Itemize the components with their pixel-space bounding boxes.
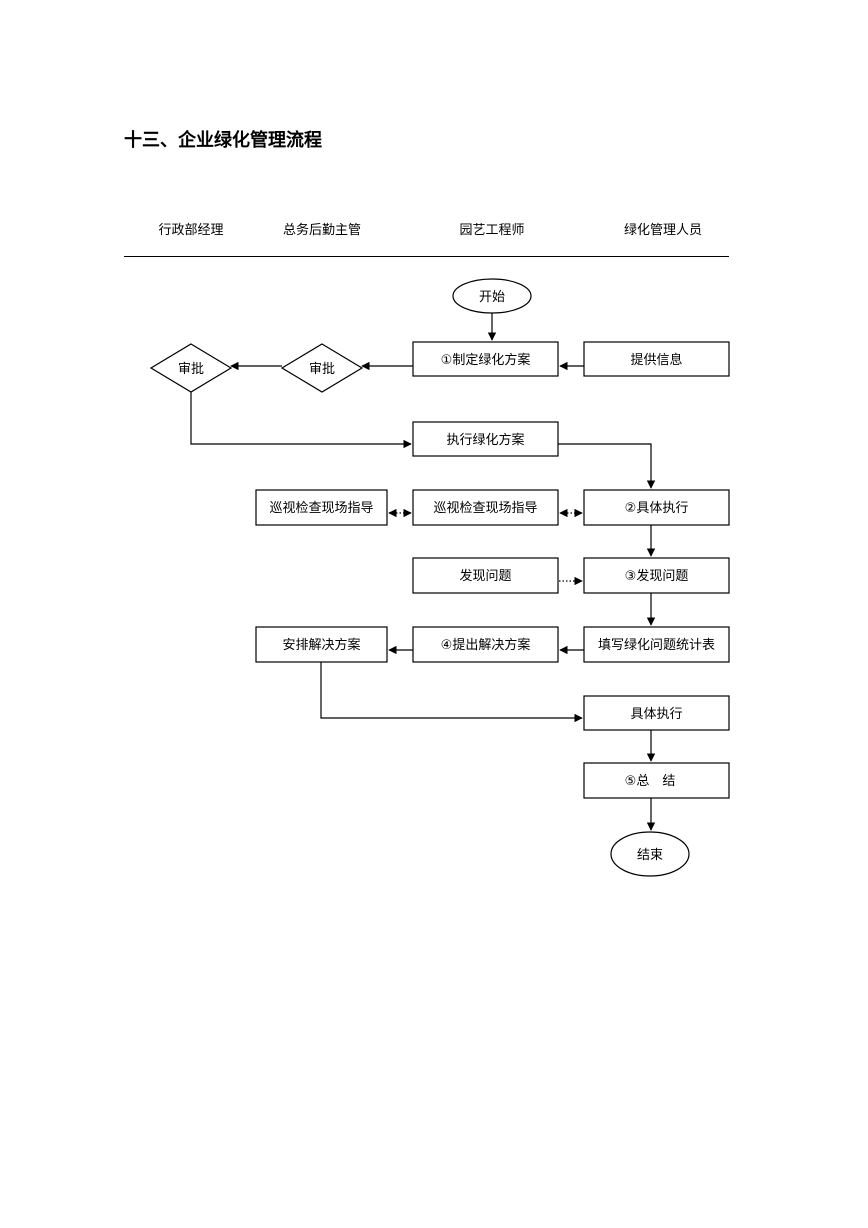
node-patrol-b-label: 巡视检查现场指导	[433, 501, 537, 516]
node-exec-plan-label: 执行绿化方案	[446, 432, 524, 448]
node-propose-label: ④提出解决方案	[441, 637, 531, 653]
node-make-plan: ①制定绿化方案	[412, 341, 559, 377]
node-arrange-label: 安排解决方案	[282, 637, 360, 653]
node-patrol-a: 巡视检查现场指导	[255, 489, 388, 526]
node-approve-a-label: 审批	[178, 362, 204, 377]
node-approve-b-label: 审批	[309, 362, 335, 377]
node-summary: ⑤总 结	[583, 762, 730, 799]
node-end: 结束	[610, 831, 690, 877]
node-arrange: 安排解决方案	[255, 626, 388, 663]
node-patrol-a-label: 巡视检查现场指导	[269, 501, 373, 516]
node-make-plan-label: ①制定绿化方案	[441, 352, 531, 368]
node-exec2: 具体执行	[583, 695, 730, 731]
lane-header-horticulture-engineer: 园艺工程师	[459, 223, 525, 238]
node-exec-specific: ②具体执行	[583, 489, 730, 526]
header-divider	[124, 256, 729, 257]
lane-header-greening-staff: 绿化管理人员	[623, 223, 702, 238]
node-approve-a: 审批	[149, 343, 233, 393]
node-find-a-label: 发现问题	[459, 568, 511, 584]
node-exec-plan: 执行绿化方案	[412, 421, 559, 457]
node-patrol-b: 巡视检查现场指导	[412, 489, 559, 526]
node-provide-info: 提供信息	[583, 341, 730, 377]
node-fill-form: 填写绿化问题统计表	[583, 626, 730, 663]
node-propose: ④提出解决方案	[412, 626, 559, 663]
node-approve-b: 审批	[280, 343, 364, 393]
lane-header-admin-manager: 行政部经理	[158, 223, 224, 238]
lane-header-logistics-supervisor: 总务后勤主管	[282, 223, 361, 238]
node-find-b: ③发现问题	[583, 557, 730, 594]
arrow-exec-plan-to-exec-specific	[558, 443, 656, 489]
node-start: 开始	[452, 278, 532, 314]
arrow-approve-a-to-exec-plan	[190, 390, 412, 449]
node-start-label: 开始	[479, 290, 505, 305]
node-summary-label: ⑤总 结	[625, 774, 676, 789]
node-provide-info-label: 提供信息	[630, 352, 682, 368]
node-find-b-label: ③发现问题	[625, 568, 689, 584]
node-exec-specific-label: ②具体执行	[625, 501, 689, 516]
node-end-label: 结束	[637, 848, 663, 863]
node-exec2-label: 具体执行	[630, 707, 682, 722]
page-title: 十三、企业绿化管理流程	[124, 130, 322, 151]
connectors	[190, 313, 656, 831]
node-fill-form-label: 填写绿化问题统计表	[598, 638, 715, 653]
node-find-a: 发现问题	[412, 557, 559, 594]
arrow-arrange-to-exec2	[320, 662, 583, 723]
